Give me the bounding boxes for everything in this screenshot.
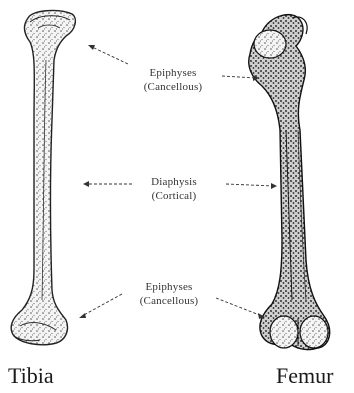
label-diaphysis-line1: Diaphysis bbox=[124, 175, 224, 189]
label-epiphyses-top-line2: (Cancellous) bbox=[118, 80, 228, 94]
label-diaphysis-line2: (Cortical) bbox=[124, 189, 224, 203]
label-epiphyses-bottom-line2: (Cancellous) bbox=[114, 294, 224, 308]
label-epiphyses-bottom: Epiphyses (Cancellous) bbox=[114, 280, 224, 308]
caption-femur: Femur bbox=[276, 364, 333, 388]
label-diaphysis: Diaphysis (Cortical) bbox=[124, 175, 224, 203]
femur-bone bbox=[249, 15, 330, 350]
caption-tibia: Tibia bbox=[8, 364, 54, 388]
label-epiphyses-top: Epiphyses (Cancellous) bbox=[118, 66, 228, 94]
label-epiphyses-top-line1: Epiphyses bbox=[118, 66, 228, 80]
tibia-bone bbox=[11, 11, 75, 345]
label-epiphyses-bottom-line1: Epiphyses bbox=[114, 280, 224, 294]
